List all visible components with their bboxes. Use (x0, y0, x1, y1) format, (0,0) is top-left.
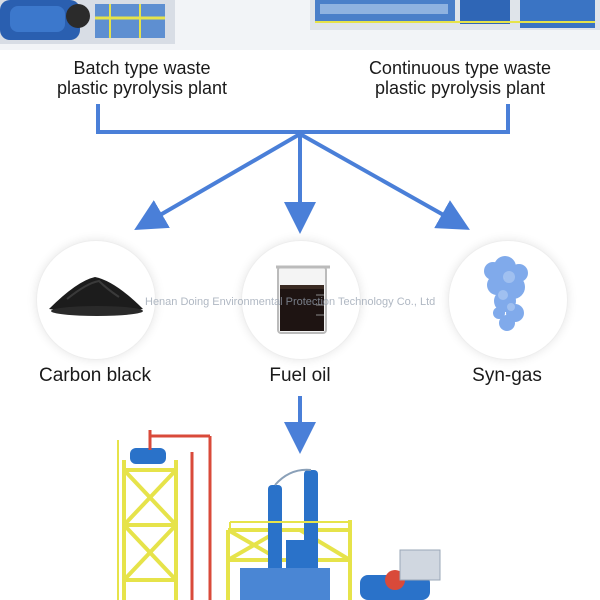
plant-photos-strip (0, 0, 600, 50)
syn-gas-cloud-icon (484, 256, 528, 331)
fuel-oil-circle (241, 240, 361, 360)
refining-plant-illustration (117, 430, 441, 600)
red-pipes (148, 430, 212, 600)
arrow-to-syn-gas (299, 132, 470, 230)
merge-bracket (96, 104, 510, 134)
arrow-to-carbon-black (134, 132, 302, 231)
carbon-black-pile-icon (49, 277, 143, 316)
company-watermark: Henan Doing Environmental Protection Tec… (145, 296, 436, 308)
batch-plant-photo (0, 0, 175, 44)
tower-frame (122, 460, 178, 600)
carbon-black-label: Carbon black (39, 365, 151, 386)
continuous-plant-photo (310, 0, 600, 30)
syn-gas-circle (448, 240, 568, 360)
batch-plant-label: Batch type waste plastic pyrolysis plant (56, 58, 228, 98)
top-tank (130, 448, 166, 464)
fuel-oil-beaker-icon (276, 265, 330, 334)
flow-arrows (96, 104, 510, 454)
fuel-oil-label: Fuel oil (269, 365, 331, 386)
carbon-black-circle (36, 240, 156, 360)
syn-gas-label: Syn-gas (472, 365, 542, 386)
continuous-plant-label: Continuous type waste plastic pyrolysis … (368, 58, 552, 98)
